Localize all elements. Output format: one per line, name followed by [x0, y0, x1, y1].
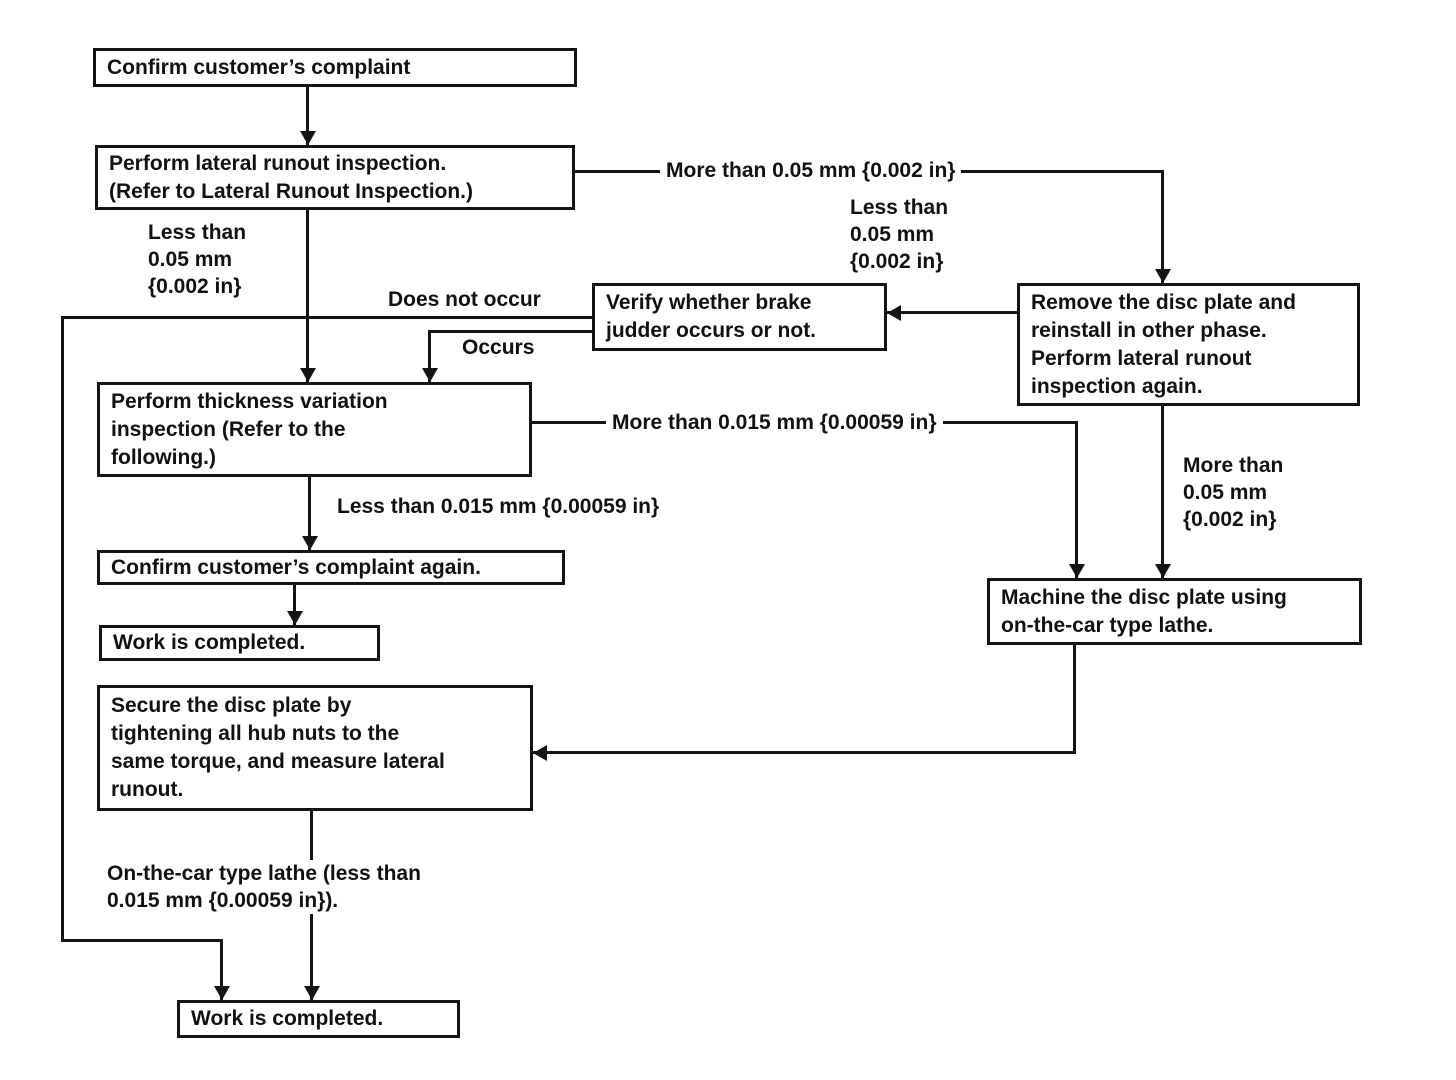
- label-on-the-car-lathe: On-the-car type lathe (less than 0.015 m…: [101, 860, 427, 914]
- node-machine-disc-plate: Machine the disc plate using on-the-car …: [987, 578, 1362, 645]
- connector-doesnotoccur-h2: [61, 939, 223, 942]
- node-secure-disc-plate: Secure the disc plate by tightening all …: [97, 685, 533, 811]
- connector-occurs-h: [430, 330, 592, 333]
- node-verify-brake-judder: Verify whether brake judder occurs or no…: [592, 283, 887, 351]
- arrowhead-into-machine-box-left: [1069, 564, 1085, 578]
- arrowhead-into-work-completed-mid: [287, 611, 303, 625]
- connector-occurs-v: [428, 330, 431, 382]
- node-work-completed-bottom: Work is completed.: [177, 1000, 460, 1038]
- connector-lateral-less-v: [306, 210, 309, 382]
- connector-doesnotoccur-v: [61, 316, 64, 942]
- connector-machine-to-secure-h: [533, 751, 1076, 754]
- connector-thickness-more-v: [1075, 421, 1078, 578]
- connector-remove-more-v: [1161, 405, 1164, 578]
- node-confirm-complaint: Confirm customer’s complaint: [93, 48, 577, 87]
- arrowhead-into-thickness-box-left: [300, 368, 316, 382]
- arrowhead-into-verify-box: [887, 305, 901, 321]
- arrowhead-into-confirm-again: [302, 536, 318, 550]
- connector-remove-to-verify: [887, 311, 1017, 314]
- label-less-than-005-mid: Less than 0.05 mm {0.002 in}: [850, 196, 949, 273]
- label-less-than-005-left: Less than 0.05 mm {0.002 in}: [148, 221, 247, 298]
- label-does-not-occur: Does not occur: [388, 288, 541, 311]
- arrowhead-into-thickness-box-right: [422, 368, 438, 382]
- node-thickness-variation-inspection: Perform thickness variation inspection (…: [97, 382, 532, 477]
- label-more-than-005-top: More than 0.05 mm {0.002 in}: [660, 157, 962, 184]
- connector-doesnotoccur-h: [63, 316, 592, 319]
- label-more-than-005-right: More than 0.05 mm {0.002 in}: [1183, 454, 1284, 531]
- arrowhead-into-machine-box-right: [1155, 564, 1171, 578]
- node-lateral-runout-inspection: Perform lateral runout inspection. (Refe…: [95, 145, 575, 210]
- arrowhead-into-work-completed-bottom-mid: [304, 986, 320, 1000]
- label-occurs: Occurs: [462, 336, 535, 359]
- node-confirm-complaint-again: Confirm customer’s complaint again.: [97, 550, 565, 585]
- arrowhead-into-secure-box: [533, 745, 547, 761]
- arrowhead-confirm-to-lateral: [300, 131, 316, 145]
- connector-confirmagain-to-work: [293, 583, 296, 625]
- connector-doesnotoccur-v2: [220, 939, 223, 1000]
- connector-lateral-more-v: [1161, 170, 1164, 283]
- arrowhead-into-work-completed-bottom-left: [214, 986, 230, 1000]
- connector-thickness-less-v: [308, 477, 311, 550]
- node-work-completed-mid: Work is completed.: [99, 625, 380, 661]
- connector-machine-to-secure-v: [1073, 643, 1076, 754]
- node-remove-disc-plate: Remove the disc plate and reinstall in o…: [1017, 283, 1360, 406]
- connector-confirm-to-lateral: [306, 85, 309, 145]
- label-less-than-0015: Less than 0.015 mm {0.00059 in}: [337, 495, 660, 518]
- arrowhead-into-remove-box: [1155, 269, 1171, 283]
- label-more-than-0015: More than 0.015 mm {0.00059 in}: [606, 409, 943, 436]
